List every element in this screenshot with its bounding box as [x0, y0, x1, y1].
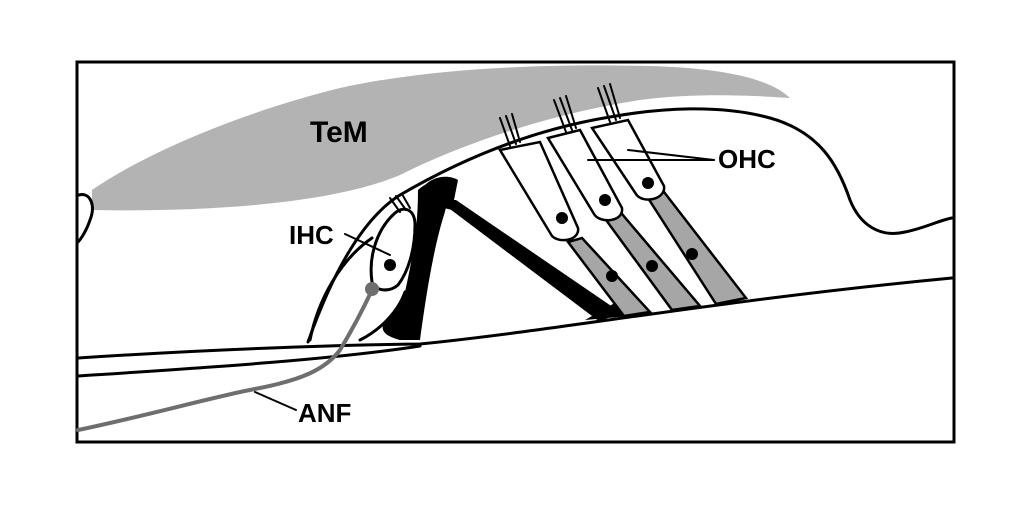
ohc-3-nucleus: [642, 177, 654, 189]
basilar-membrane-upper: [76, 276, 954, 360]
deiters-1-nucleus: [606, 270, 618, 282]
ihc-support-inner: [358, 290, 407, 342]
label-anf: ANF: [298, 398, 351, 428]
deiters-2-nucleus: [646, 260, 658, 272]
ohc-leader-2: [627, 149, 715, 161]
label-ihc: IHC: [289, 220, 334, 250]
ohc-2-stereocilia: [553, 95, 577, 133]
ihc-stereocilia: [389, 193, 411, 213]
ohc-1-nucleus: [556, 212, 568, 224]
label-ohc: OHC: [718, 144, 776, 174]
ihc-support-curve: [308, 236, 374, 342]
pillar-left: [382, 181, 452, 340]
auditory-nerve-fiber: [76, 288, 374, 432]
ohc-3-stereocilia: [597, 83, 621, 123]
ohc-2-nucleus: [599, 194, 611, 206]
ihc-body: [369, 207, 417, 292]
deiters-3-nucleus: [686, 248, 698, 260]
ihc-leader: [344, 233, 391, 256]
nerve-terminal: [365, 282, 379, 296]
anf-leader: [254, 391, 297, 411]
pillar-right: [438, 200, 620, 322]
ohc-1-stereocilia: [499, 113, 521, 147]
basilar-membrane-lower: [76, 344, 422, 378]
left-edge-curl: [76, 193, 94, 244]
ihc-nucleus: [384, 259, 396, 271]
label-tem: TeM: [310, 116, 368, 149]
